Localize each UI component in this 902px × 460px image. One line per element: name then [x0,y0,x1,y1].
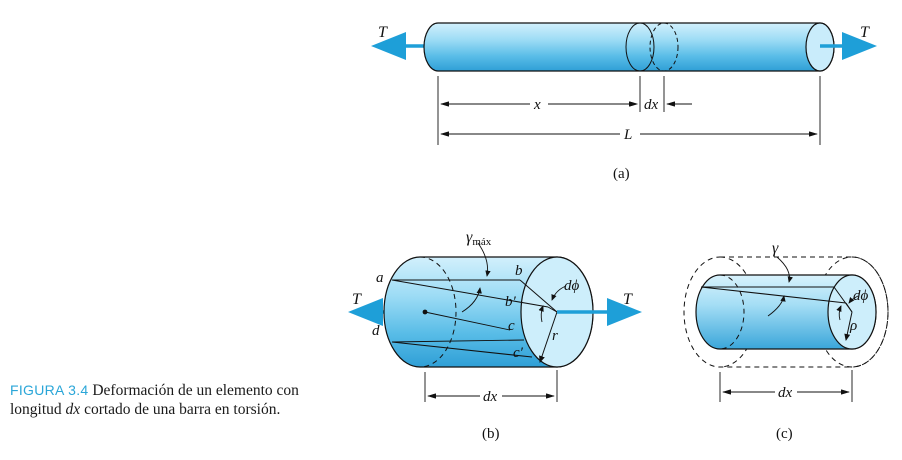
caption-label: FIGURA 3.4 [10,382,89,398]
torque-arrow-right-a [820,32,877,60]
panel-label-a: (a) [613,166,630,182]
point-label-b-prime: b′ [505,294,517,310]
bar-a [423,22,835,72]
gamma-max-label: γmáx [466,229,492,248]
torque-label-right-a: T [860,24,870,41]
outer-cylinder-c [683,256,889,368]
figure-caption: FIGURA 3.4 Deformación de un elemento co… [10,381,310,419]
angle-label-dphi-c: dϕ [853,288,869,304]
point-label-d: d [372,323,380,339]
point-label-a: a [376,270,384,286]
panel-label-b: (b) [482,426,500,442]
panel-b: T γmáx a b b′ c c′ d dϕ r [348,229,642,442]
panel-c: γ dϕ ρ dx (c) [683,240,889,442]
dim-label-x: x [533,97,541,113]
panel-a: T T x dx [371,22,877,182]
dim-label-L: L [623,127,632,143]
point-label-b: b [515,263,523,279]
caption-text-1: Deformación de un elemento con longitud [10,382,299,418]
torque-label-right-b: T [623,291,633,308]
torque-label-left-a: T [378,24,388,41]
point-label-c-prime: c′ [513,345,524,361]
radius-label-r: r [552,328,558,344]
slice-left-a [625,22,655,72]
caption-variable: dx [65,401,81,418]
dim-label-dx-c: dx [778,385,793,401]
gamma-label-c: γ [772,240,779,257]
panel-label-c: (c) [776,426,793,442]
torque-arrow-right-b [557,298,642,326]
dim-label-dx-a: dx [644,97,659,113]
slice-right-a [649,22,679,72]
point-label-c: c [508,318,515,334]
caption-text-2: cortado de una barra en torsión. [84,401,281,418]
torque-label-left-b: T [352,291,362,308]
angle-label-dphi-b: dϕ [564,278,580,294]
radius-label-rho: ρ [849,318,857,334]
dim-label-dx-b: dx [483,389,498,405]
